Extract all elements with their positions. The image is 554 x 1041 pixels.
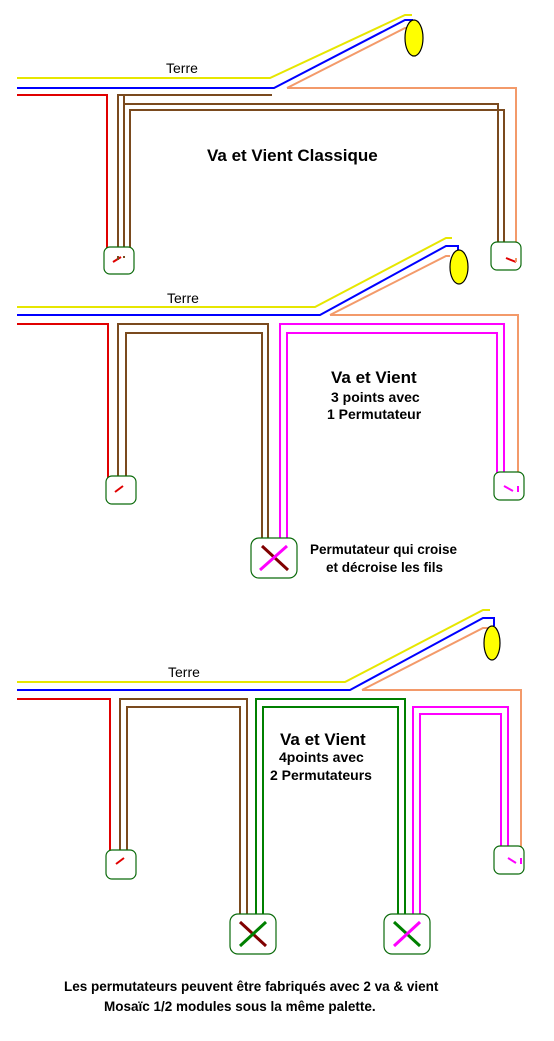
switch-contact-left-icon	[114, 485, 124, 493]
diagram-title: Va et Vient Classique	[207, 146, 378, 165]
traveller-wire-pink-outer	[412, 706, 509, 918]
traveller-wire-pink-inner	[419, 713, 502, 918]
neutral-wire	[17, 245, 459, 316]
permutateur-note-line-1: Permutateur qui croise	[310, 542, 458, 557]
switch-box-right	[490, 241, 522, 271]
earth-wire	[17, 609, 490, 683]
lamp-icon	[404, 19, 424, 57]
lamp-return-wire	[329, 255, 519, 490]
earth-label: Terre	[167, 290, 199, 306]
switch-box-left	[105, 475, 137, 505]
lamp-return-wire	[361, 627, 522, 860]
phase-wire	[17, 698, 118, 863]
earth-wire	[17, 14, 412, 79]
traveller-wire-brown-outer	[119, 698, 248, 918]
footer-line-2: Mosaïc 1/2 modules sous la même palette.	[104, 999, 376, 1014]
traveller-wire-pink-inner	[286, 332, 498, 540]
earth-wire	[17, 237, 452, 308]
diagram-subtitle-line-1: 3 points avec	[331, 389, 420, 405]
switch-contact-right-icon	[507, 857, 522, 864]
switch-contact-left-icon	[115, 857, 125, 865]
switch-box-left	[105, 849, 137, 880]
earth-label: Terre	[168, 664, 200, 680]
switch-box-left	[103, 246, 135, 275]
switch-contact-right-icon	[503, 485, 519, 492]
permutateur-note-line-2: et décroise les fils	[326, 560, 443, 575]
phase-wire	[17, 323, 116, 491]
traveller-wire-loop	[123, 103, 505, 256]
diagram-va-et-vient-4-points: Terre Va et Vient 4points avec 2 Permuta…	[17, 609, 525, 955]
lamp-icon	[449, 249, 469, 285]
diagram-subtitle-line-2: 2 Permutateurs	[270, 767, 372, 783]
switch-contact-right-icon	[505, 257, 517, 263]
traveller-wire-brown-inner	[125, 332, 263, 540]
phase-wire	[17, 94, 114, 261]
diagram-subtitle-line-2: 1 Permutateur	[327, 406, 422, 422]
diagram-title: Va et Vient	[280, 730, 366, 749]
lamp-icon	[483, 625, 501, 661]
traveller-wire-pink-outer	[279, 323, 505, 540]
diagram-subtitle-line-1: 4points avec	[279, 749, 364, 765]
traveller-wire-green-inner	[262, 706, 399, 918]
switch-box-right	[493, 845, 525, 875]
traveller-wire-outer	[117, 94, 272, 256]
diagram-title: Va et Vient	[331, 368, 417, 387]
traveller-wire-brown-outer	[117, 323, 269, 540]
diagram-va-et-vient-classique: Terre Va et Vient Classique	[17, 14, 522, 275]
earth-label: Terre	[166, 60, 198, 76]
traveller-wire-green-outer	[255, 698, 406, 918]
switch-box-right	[493, 471, 525, 501]
traveller-wire-brown-inner	[119, 706, 241, 918]
diagram-va-et-vient-3-points: Terre Va et Vient 3 points avec 1 Permut…	[17, 237, 525, 579]
neutral-wire	[17, 617, 495, 691]
footer-line-1: Les permutateurs peuvent être fabriqués …	[64, 979, 439, 994]
